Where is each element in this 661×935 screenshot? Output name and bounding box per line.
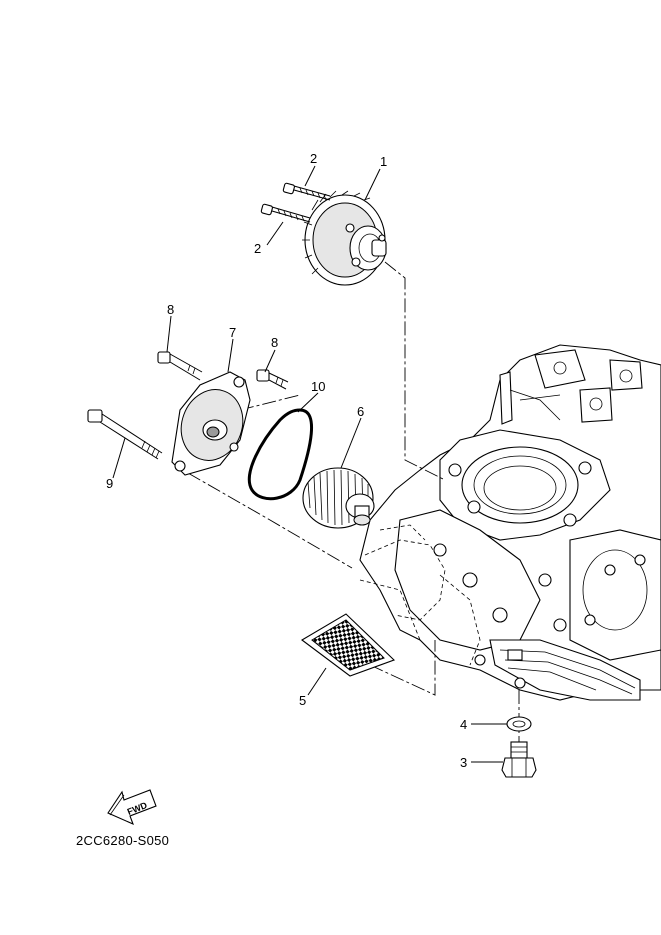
callout-9: 9 xyxy=(106,476,113,491)
callout-4: 4 xyxy=(460,717,467,732)
part-7-oil-filter-cover xyxy=(171,371,251,476)
callout-6: 6 xyxy=(357,404,364,419)
callout-7: 7 xyxy=(229,325,236,340)
callout-8-left: 8 xyxy=(167,302,174,317)
leader-lines xyxy=(112,165,507,763)
part-3-drain-bolt xyxy=(501,741,537,778)
callout-8-right: 8 xyxy=(271,335,278,350)
part-10-o-ring xyxy=(247,408,314,501)
part-5-oil-strainer xyxy=(301,613,396,677)
part-8-cover-bolt-left xyxy=(157,351,203,381)
part-6-oil-filter-element xyxy=(302,467,375,529)
part-8-cover-bolt-right xyxy=(256,369,289,390)
callout-5: 5 xyxy=(299,693,306,708)
callout-10: 10 xyxy=(311,379,325,394)
callout-1: 1 xyxy=(380,154,387,169)
callout-2-lower: 2 xyxy=(254,241,261,256)
part-1-oil-pump-gear xyxy=(302,190,387,286)
callout-3: 3 xyxy=(460,755,467,770)
fwd-direction-badge: FWD xyxy=(107,789,157,826)
callout-numbers: 1 2 2 8 7 8 10 6 9 5 4 3 xyxy=(106,151,467,770)
callout-2-upper: 2 xyxy=(310,151,317,166)
part-2-pump-screw-upper xyxy=(282,182,331,201)
crankcase-outline xyxy=(359,344,661,701)
part-4-gasket xyxy=(506,716,532,732)
part-2-pump-screw-lower xyxy=(260,203,311,223)
diagram-code: 2CC6280-S050 xyxy=(76,833,169,848)
part-9-long-bolt xyxy=(87,409,163,460)
